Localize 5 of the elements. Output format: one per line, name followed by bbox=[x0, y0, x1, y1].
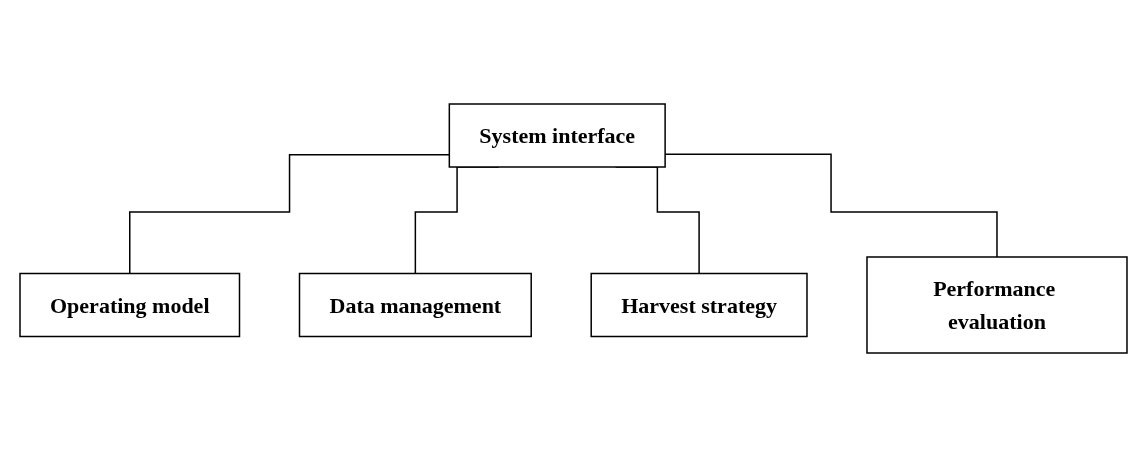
node-box: Harvest strategy bbox=[589, 272, 808, 337]
node-box: Operating model bbox=[18, 272, 240, 337]
node-box: Performance evaluation bbox=[865, 255, 1128, 354]
node-box: Data management bbox=[298, 272, 532, 337]
node-box: System interface bbox=[448, 102, 666, 168]
